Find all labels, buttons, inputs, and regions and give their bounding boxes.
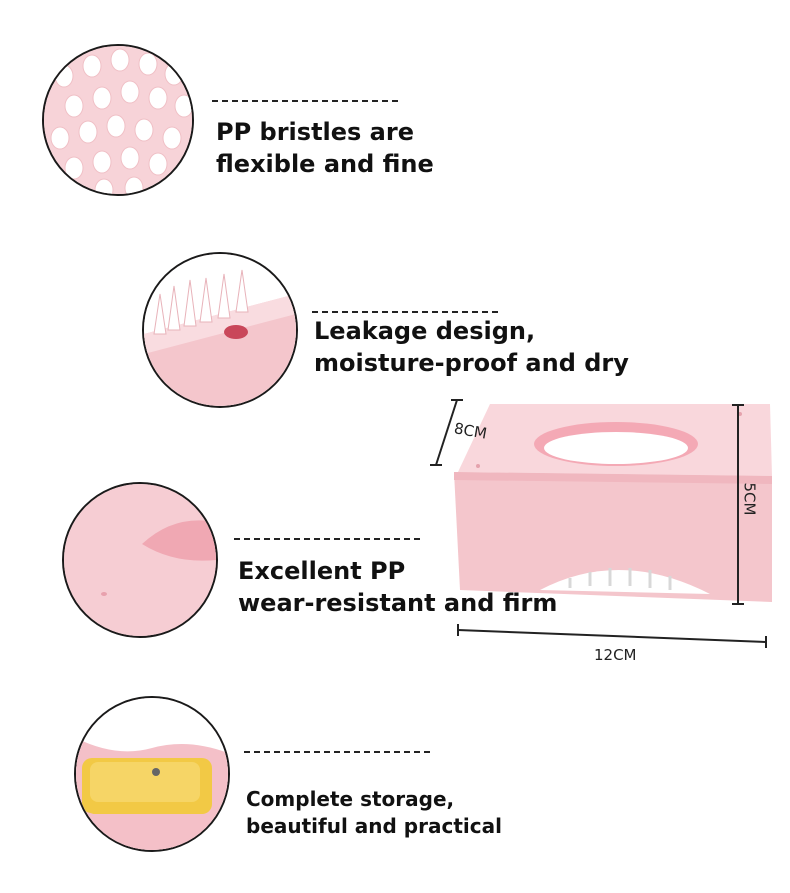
- feature-3-line-2: wear-resistant and firm: [238, 589, 558, 618]
- bristles-closeup-image: [42, 44, 194, 196]
- height-label: 5CM: [740, 482, 759, 516]
- feature-3-divider: [234, 538, 420, 540]
- soap-box-product-image: [430, 399, 772, 648]
- feature-3-line-1: Excellent PP: [238, 557, 406, 585]
- feature-2-line-2: moisture-proof and dry: [314, 349, 629, 378]
- width-label: 12CM: [594, 646, 637, 664]
- feature-2-text: Leakage design, moisture-proof and dry: [314, 315, 629, 380]
- feature-4-text: Complete storage, beautiful and practica…: [246, 786, 502, 840]
- feature-4-line-1: Complete storage,: [246, 787, 455, 811]
- feature-1-text: PP bristles are flexible and fine: [216, 116, 434, 181]
- feature-2-divider: [312, 311, 498, 313]
- feature-1-line-1: PP bristles are: [216, 118, 414, 146]
- feature-1-line-2: flexible and fine: [216, 150, 434, 179]
- feature-1-divider: [212, 100, 398, 102]
- feature-2-line-1: Leakage design,: [314, 317, 536, 345]
- feature-4-line-2: beautiful and practical: [246, 814, 502, 838]
- feature-4-divider: [244, 751, 430, 753]
- pp-surface-closeup-image: [62, 482, 218, 638]
- drain-hole-closeup-image: [142, 252, 298, 408]
- soap-storage-closeup-image: [74, 696, 230, 852]
- feature-3-text: Excellent PP wear-resistant and firm: [238, 555, 557, 620]
